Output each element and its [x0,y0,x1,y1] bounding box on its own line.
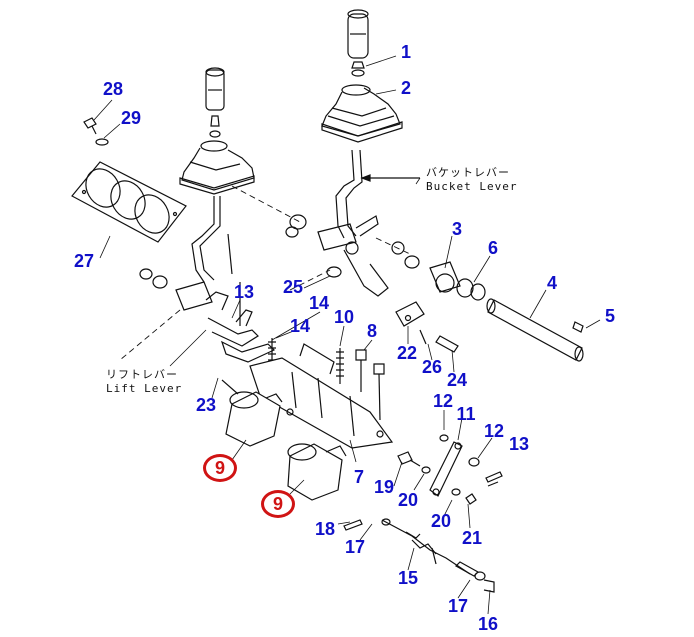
lift-lever-boot [179,140,255,195]
pin-18 [343,519,363,531]
lift-lever-assembly [175,196,276,363]
lift-lever-label-en: Lift Lever [106,382,183,395]
callout-21: 21 [461,528,483,548]
bolts-8-10 [355,349,385,421]
callout-6: 6 [487,238,499,258]
callout-26: 26 [421,357,443,377]
callout-18: 18 [314,519,336,539]
lift-lever-knob [205,67,225,138]
callout-12: 12 [483,421,505,441]
springs [268,338,344,384]
bolt-19 [397,451,421,467]
callout-20: 20 [430,511,452,531]
callout-24: 24 [446,370,468,390]
callout-14: 14 [308,293,330,313]
bucket-lever-assembly [317,149,420,297]
callout-17: 17 [447,596,469,616]
plate-and-bolt [395,301,459,353]
callout-12: 12 [432,391,454,411]
solenoid-left [221,379,283,447]
bucket-lever-knob [347,9,369,77]
callout-17: 17 [344,537,366,557]
clip-13 [485,471,503,487]
callout-4: 4 [546,273,558,293]
callout-2: 2 [400,78,412,98]
callout-28: 28 [102,79,124,99]
bolt-28-29 [83,117,109,146]
long-shaft [486,298,584,362]
bucket-lever-label-en: Bucket Lever [426,180,518,193]
bushing-parts [285,214,486,301]
callout-9-highlighted: 9 [203,454,237,482]
callout-27: 27 [73,251,95,271]
callout-22: 22 [396,343,418,363]
callout-3: 3 [451,219,463,239]
gasket-plate [71,161,187,243]
callout-5: 5 [604,306,616,326]
leader-lines [93,55,601,615]
callout-7: 7 [353,467,365,487]
callout-20: 20 [397,490,419,510]
solenoid-right [287,443,347,501]
lift-lever-label-jp: リフトレバー [106,368,178,381]
callout-9-highlighted: 9 [261,490,295,518]
callout-13: 13 [508,434,530,454]
linkage-arm [421,434,480,505]
bucket-lever-boot [321,84,403,143]
bucket-lever-label-jp: バケットレバー [426,166,510,179]
callout-29: 29 [120,108,142,128]
axis-lines [119,185,411,361]
callout-1: 1 [400,42,412,62]
callout-10: 10 [333,307,355,327]
callout-25: 25 [282,277,304,297]
callout-13: 13 [233,282,255,302]
rod-15 [381,518,495,593]
callout-16: 16 [477,614,499,634]
callout-19: 19 [373,477,395,497]
callout-14: 14 [289,316,311,336]
callout-11: 11 [456,404,476,424]
callout-8: 8 [366,321,378,341]
nuts [139,266,342,289]
callout-15: 15 [397,568,419,588]
callout-23: 23 [195,395,217,415]
